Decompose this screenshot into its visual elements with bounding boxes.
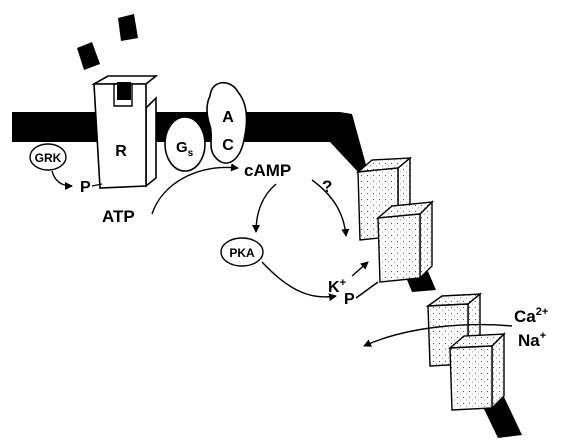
ion-channel-lower bbox=[428, 294, 504, 410]
camp-to-channel: ? bbox=[312, 177, 346, 236]
camp-label: cAMP bbox=[244, 161, 291, 180]
pka-p-arrow bbox=[262, 262, 336, 297]
atp-camp-arrow bbox=[152, 167, 238, 214]
channel-phosphate-link bbox=[356, 282, 378, 298]
pka-label: PKA bbox=[229, 246, 255, 260]
adenylyl-cyclase-a-label: A bbox=[222, 109, 234, 126]
camp-to-pka: PKA bbox=[221, 184, 276, 266]
channel-block-4-front bbox=[450, 346, 492, 410]
channel-block-2-side bbox=[420, 202, 432, 278]
adenylyl-cyclase-c-label: C bbox=[222, 137, 234, 154]
sodium-label: Na+ bbox=[518, 330, 546, 350]
camp-pka-arrow bbox=[256, 184, 276, 232]
ion-channel-upper bbox=[358, 158, 432, 282]
grk-phosphate-label: P bbox=[80, 179, 91, 196]
grk-label: GRK bbox=[35, 151, 62, 165]
receptor-side bbox=[146, 98, 156, 186]
adenylyl-cyclase: A C bbox=[207, 83, 246, 163]
atp-label: ATP bbox=[102, 207, 135, 226]
grk-arrow bbox=[52, 171, 72, 186]
calcium-label: Ca2+ bbox=[514, 306, 548, 326]
receptor-label: R bbox=[115, 143, 127, 160]
channel-block-2-front bbox=[378, 214, 420, 282]
receptor: R bbox=[94, 76, 156, 188]
receptor-ligand-bound bbox=[117, 82, 131, 100]
potassium-arrow bbox=[352, 262, 368, 276]
ligand-square-2 bbox=[77, 42, 100, 70]
grk: GRK P bbox=[30, 144, 102, 196]
channel-phosphate-label: P bbox=[344, 291, 355, 308]
ligand-square-1 bbox=[118, 14, 138, 41]
g-protein: Gs bbox=[165, 117, 205, 171]
